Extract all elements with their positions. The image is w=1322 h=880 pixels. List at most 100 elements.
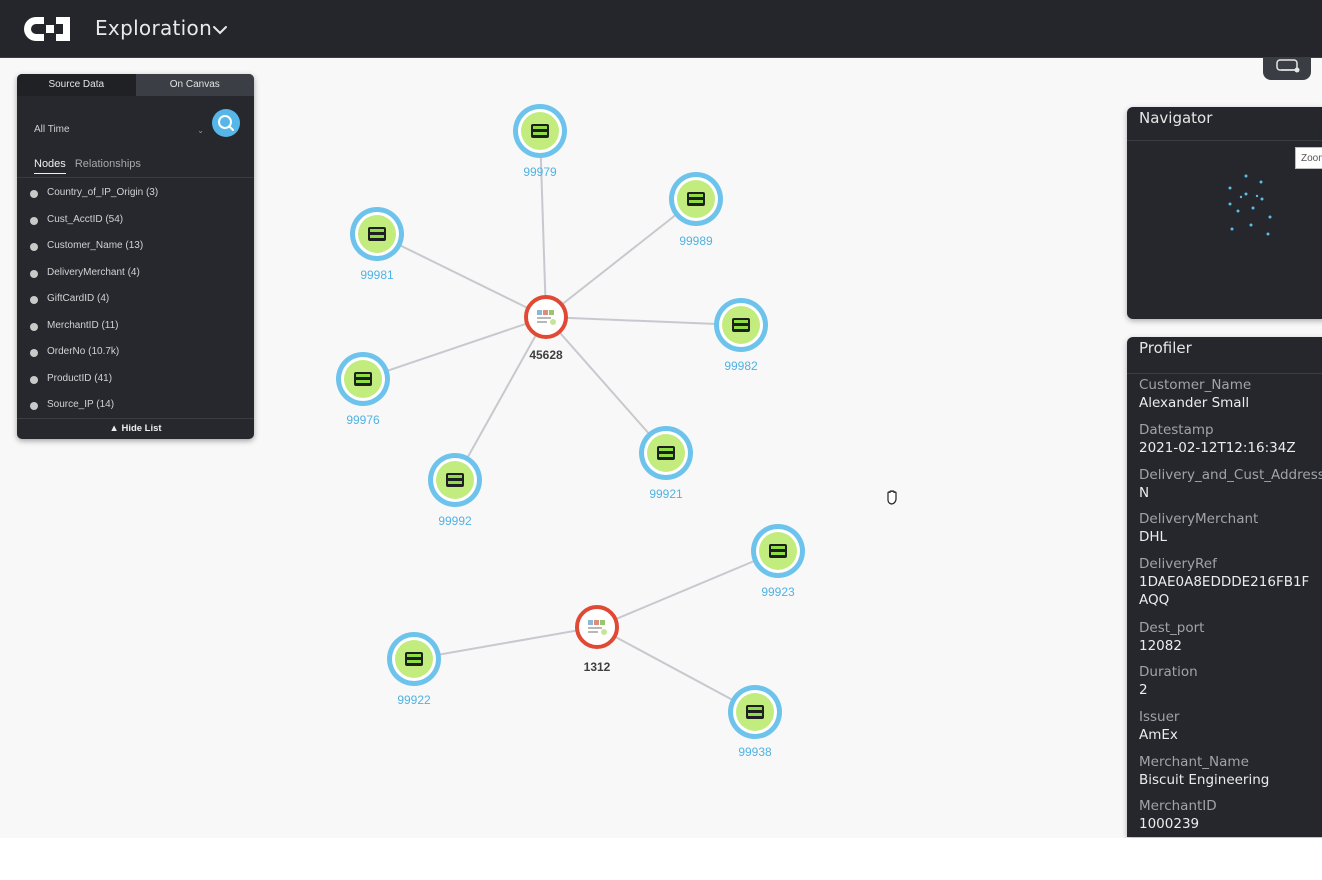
card-icon — [531, 124, 549, 138]
profiler-field: DeliveryMerchant DHL — [1139, 511, 1322, 546]
page-title[interactable]: Exploration — [95, 16, 213, 40]
chart-icon — [537, 310, 556, 325]
hub-node[interactable] — [524, 295, 568, 339]
edge — [596, 550, 779, 628]
list-item[interactable]: DeliveryMerchant (4) — [17, 262, 254, 289]
field-key: Dest_port — [1139, 620, 1205, 636]
source-data-panel: Source Data On Canvas All Time ⌄ Nodes R… — [17, 74, 254, 439]
profiler-field: Duration 2 — [1139, 664, 1322, 699]
hub-node[interactable] — [575, 605, 619, 649]
tab-relationships[interactable]: Relationships — [74, 158, 141, 170]
leaf-node[interactable] — [513, 104, 567, 158]
tab-nodes[interactable]: Nodes — [34, 158, 66, 174]
canvas-tool-button[interactable] — [1263, 58, 1311, 80]
leaf-node-label: 99922 — [397, 693, 431, 707]
profiler-field: Customer_Name Alexander Small — [1139, 377, 1322, 412]
field-value: N — [1139, 485, 1150, 501]
navigator-panel[interactable]: Navigator Zoom — [1127, 107, 1322, 319]
list-item-label: OrderNo (10.7k) — [47, 346, 120, 357]
field-key: Customer_Name — [1139, 377, 1252, 393]
node-dot — [30, 190, 38, 198]
tab-source-data[interactable]: Source Data — [17, 74, 136, 96]
leaf-nodes — [336, 104, 805, 739]
list-item-label: MerchantID (11) — [47, 319, 119, 331]
time-filter-select[interactable]: All Time ⌄ — [34, 124, 204, 138]
graph-edges — [362, 130, 779, 713]
leaf-node[interactable] — [387, 632, 441, 686]
share-icon — [1276, 59, 1300, 73]
edge — [545, 198, 697, 318]
leaf-node[interactable] — [639, 426, 693, 480]
leaf-node-label: 99979 — [523, 165, 557, 179]
leaf-node-label: 99938 — [738, 745, 772, 759]
profiler-title: Profiler — [1139, 339, 1192, 357]
edge — [539, 130, 547, 318]
chevron-down-icon[interactable] — [212, 22, 228, 38]
zoom-tooltip: Zoom — [1295, 147, 1322, 169]
profiler-field: Issuer AmEx — [1139, 709, 1322, 744]
leaf-node-label: 99982 — [724, 359, 758, 373]
leaf-node-label: 99992 — [438, 514, 472, 528]
list-item[interactable]: Cust_AcctID (54) — [17, 209, 254, 236]
node-dot — [30, 349, 38, 357]
list-item[interactable]: Source_IP (14) — [17, 394, 254, 421]
list-item-label: DeliveryMerchant (4) — [47, 266, 140, 278]
card-icon — [446, 473, 464, 487]
leaf-node[interactable] — [714, 298, 768, 352]
profiler-field: MerchantID 1000239 — [1139, 798, 1322, 833]
card-icon — [368, 227, 386, 241]
leaf-node[interactable] — [751, 524, 805, 578]
edge — [413, 626, 598, 660]
list-item[interactable]: OrderNo (10.7k) — [17, 341, 254, 368]
field-key: Issuer — [1139, 709, 1180, 725]
node-dot — [30, 402, 38, 410]
leaf-node-label: 99989 — [679, 234, 713, 248]
hub-node-label: 45628 — [529, 348, 563, 362]
hide-list-button[interactable]: ▲ Hide List — [17, 418, 254, 439]
node-type-list: Country_of_IP_Origin (3) Cust_AcctID (54… — [17, 182, 254, 421]
top-bar: Exploration — [0, 0, 1322, 58]
field-key: Datestamp — [1139, 422, 1214, 438]
profiler-field: Datestamp 2021-02-12T12:16:34Z — [1139, 422, 1322, 457]
graph-svg[interactable] — [0, 58, 1322, 838]
list-item[interactable]: MerchantID (11) — [17, 315, 254, 342]
list-item[interactable]: Country_of_IP_Origin (3) — [17, 182, 254, 209]
node-dot — [30, 216, 38, 225]
field-value: 1DAE0A8EDDDE216FB1F — [1139, 574, 1310, 590]
chevron-down-icon: ⌄ — [197, 126, 204, 135]
edge — [376, 233, 547, 318]
card-icon — [769, 544, 787, 558]
field-key: DeliveryRef — [1139, 556, 1217, 572]
list-item[interactable]: Customer_Name (13) — [17, 235, 254, 262]
leaf-node[interactable] — [350, 207, 404, 261]
list-item-label: Source_IP (14) — [47, 399, 115, 410]
leaf-node-label: 99981 — [360, 268, 394, 282]
list-item-label: Cust_AcctID (54) — [47, 213, 124, 225]
list-item[interactable]: GiftCardID (4) — [17, 288, 254, 315]
list-item-label: Customer_Name (13) — [47, 240, 144, 251]
leaf-node-label: 99976 — [346, 413, 380, 427]
field-value: 2021-02-12T12:16:34Z — [1139, 440, 1296, 456]
leaf-node[interactable] — [336, 352, 390, 406]
field-value: DHL — [1139, 529, 1168, 545]
divider — [17, 177, 254, 178]
profiler-panel: Profiler Customer_Name Alexander Small D… — [1127, 337, 1322, 837]
brand-logo[interactable] — [22, 14, 72, 44]
hide-list-label: Hide List — [121, 423, 162, 434]
list-item[interactable]: ProductID (41) — [17, 368, 254, 395]
profiler-field: Dest_port 12082 — [1139, 620, 1322, 655]
leaf-node-label: 99923 — [761, 585, 795, 599]
tab-on-canvas[interactable]: On Canvas — [135, 74, 254, 96]
list-item-label: Country_of_IP_Origin (3) — [47, 187, 159, 198]
leaf-node[interactable] — [428, 453, 482, 507]
navigator-minimap[interactable] — [1127, 107, 1322, 319]
search-button[interactable] — [212, 109, 240, 137]
triangle-up-icon: ▲ — [109, 423, 119, 434]
field-value: 1000239 — [1139, 816, 1200, 832]
navigator-title: Navigator — [1139, 109, 1213, 127]
card-icon — [354, 372, 372, 386]
node-dot — [30, 243, 38, 251]
leaf-node[interactable] — [669, 172, 723, 226]
leaf-node[interactable] — [728, 685, 782, 739]
edge — [362, 316, 547, 380]
